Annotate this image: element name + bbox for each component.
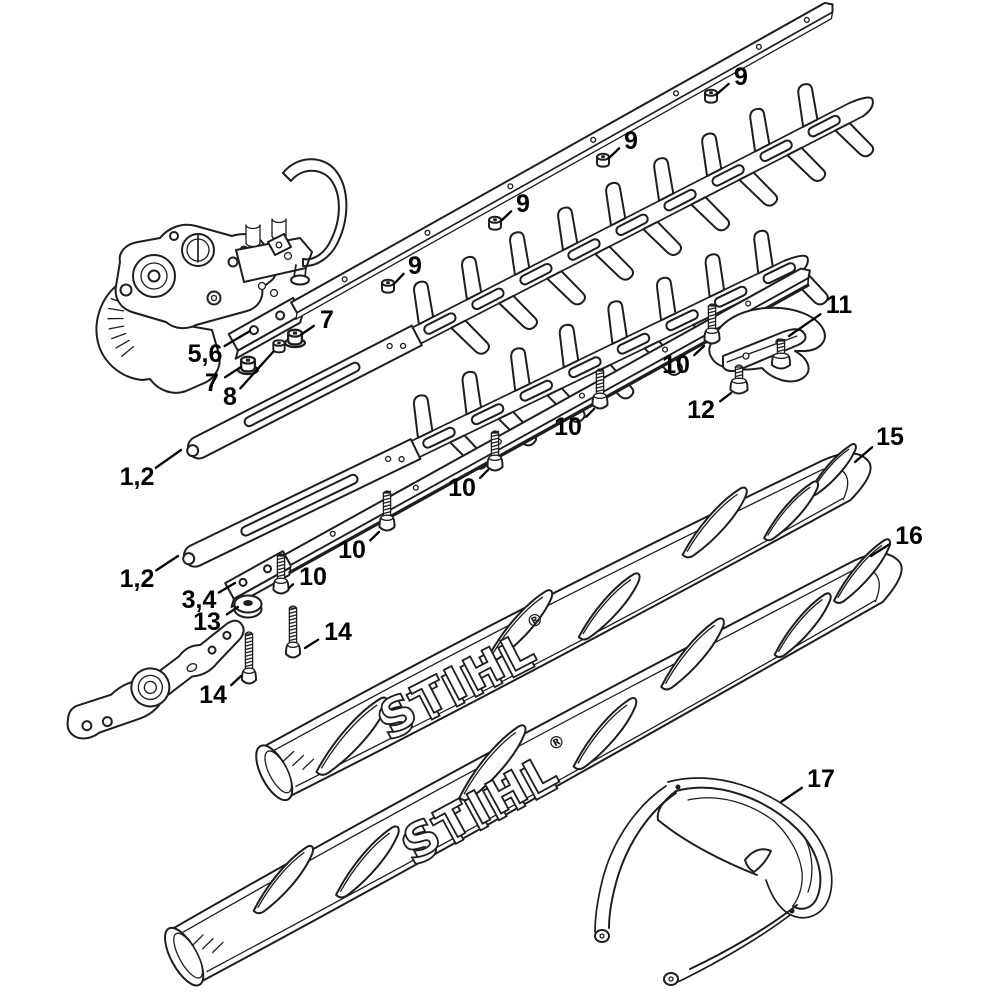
callout-leader-line [584, 407, 596, 419]
blade-scabbard-short [255, 443, 872, 802]
part-callout-label: 14 [324, 618, 352, 646]
callout-leader-line [853, 446, 874, 464]
part-callout-label: 10 [338, 536, 366, 564]
callout-leader-line [478, 468, 490, 480]
screw-10 [486, 430, 504, 472]
collar-nut [283, 328, 307, 349]
screw-14 [241, 631, 257, 685]
part-callout-label: 10 [299, 563, 327, 591]
part-callout-label: 13 [193, 608, 221, 636]
callout-leader-line [154, 448, 183, 469]
hex-nut [272, 339, 286, 354]
part-callout-label: 10 [448, 474, 476, 502]
callout-leader-line [607, 147, 621, 160]
callout-leader-line [300, 324, 316, 336]
blade-scabbard-long [164, 538, 903, 987]
part-callout-label: 10 [554, 413, 582, 441]
callout-leader-line [230, 674, 243, 687]
part-callout-label: 9 [624, 127, 638, 155]
callout-leader-line [779, 786, 804, 804]
part-callout-label: 3,4 [182, 586, 217, 614]
part-callout-label: 7 [320, 306, 334, 334]
hex-nut [704, 88, 718, 104]
safety-glasses [594, 777, 833, 986]
part-callout-label: 12 [687, 396, 715, 424]
callout-leader-line [369, 530, 381, 542]
callout-leader-line [303, 638, 320, 650]
screw-10 [378, 490, 396, 532]
callout-leader-line [217, 581, 237, 594]
callout-leader-line [869, 543, 891, 558]
screw-10 [591, 368, 609, 410]
gearbox-housing [95, 218, 313, 394]
part-callout-label: 9 [408, 252, 422, 280]
screw-14 [285, 605, 301, 659]
callout-leader-line [225, 605, 240, 616]
part-callout-label: 17 [807, 765, 835, 793]
part-callout-label: 15 [876, 423, 904, 451]
callout-leader-line [715, 82, 730, 96]
part-callout-label: 14 [199, 681, 227, 709]
hex-nut [596, 152, 610, 168]
screw-10 [703, 303, 721, 345]
callout-leader-line [155, 554, 180, 572]
part-callout-label: 11 [826, 291, 853, 319]
screw [771, 338, 791, 370]
hand-guard [267, 158, 348, 286]
cover-plate [66, 619, 245, 740]
callout-leader-line [223, 329, 252, 348]
callout-leader-line [239, 350, 275, 390]
fasteners [233, 88, 791, 685]
washer-13 [233, 594, 263, 619]
part-callout-label: 1,2 [120, 565, 155, 593]
part-callout-label: 7 [205, 369, 219, 397]
hex-nut [381, 278, 395, 294]
part-callout-label: 16 [895, 522, 923, 550]
callout-leader-line [787, 313, 822, 338]
cutter-blade-upper [186, 83, 875, 460]
guide-rail-upper [227, 1, 834, 360]
screw-12 [729, 364, 749, 395]
part-callout-label: 8 [223, 383, 237, 411]
callout-leader-line [223, 365, 243, 379]
part-callout-label: 9 [734, 63, 748, 91]
part-callout-label: 5,6 [188, 340, 223, 368]
callout-leader-line [287, 583, 295, 590]
part-callout-label: 1,2 [120, 463, 155, 491]
part-callout-label: 9 [516, 190, 530, 218]
callout-leader-line [718, 391, 733, 403]
part-callout-label: 10 [662, 351, 690, 379]
callout-leader-line [499, 210, 513, 223]
callout-leader-line [392, 272, 405, 286]
callout-leader-line [693, 344, 706, 357]
screw-10 [272, 553, 290, 595]
diagram-artwork [66, 1, 903, 987]
hex-nut [488, 215, 502, 231]
